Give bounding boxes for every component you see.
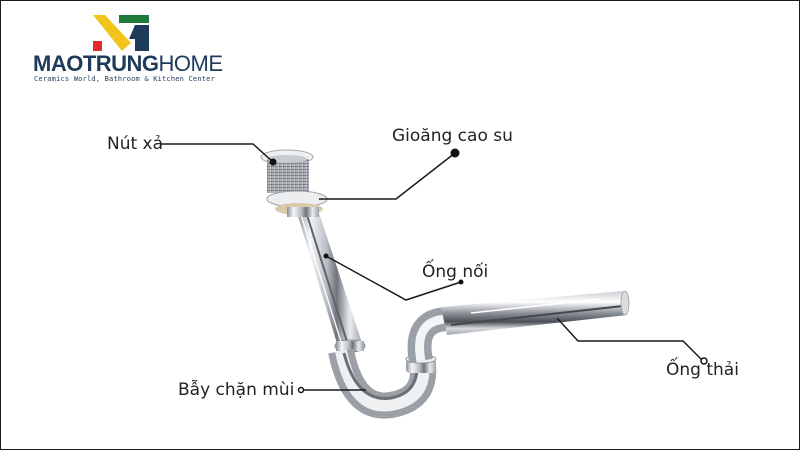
label-gioang-cao-su: Gioăng cao su	[392, 126, 513, 146]
callout-line-gioang	[319, 152, 456, 200]
callout-line-nut-xa	[161, 143, 274, 163]
brand-name-bold: MAOTRUNG	[33, 51, 159, 76]
outlet-pipe	[441, 290, 630, 335]
brand-logo: MAOTRUNGHOME Ceramics World, Bathroom & …	[31, 13, 223, 83]
label-bay-chan-mui: Bẫy chặn mùi	[178, 380, 295, 400]
label-ong-thai: Ống thải	[666, 360, 739, 380]
callout-line-ong-thai	[556, 317, 704, 362]
brand-name-light: HOME	[158, 51, 224, 76]
callout-line-ong-noi	[325, 255, 462, 301]
drain-plug	[260, 149, 314, 193]
connector-pipe	[297, 213, 363, 350]
brand-tagline: Ceramics World, Bathroom & Kitchen Cente…	[34, 75, 215, 83]
brand-name: MAOTRUNGHOME	[33, 53, 223, 75]
label-ong-noi: Ống nối	[422, 262, 489, 282]
rubber-gasket	[266, 190, 328, 217]
logo-mark-icon	[93, 15, 149, 51]
label-nut-xa: Nút xả	[107, 134, 164, 154]
